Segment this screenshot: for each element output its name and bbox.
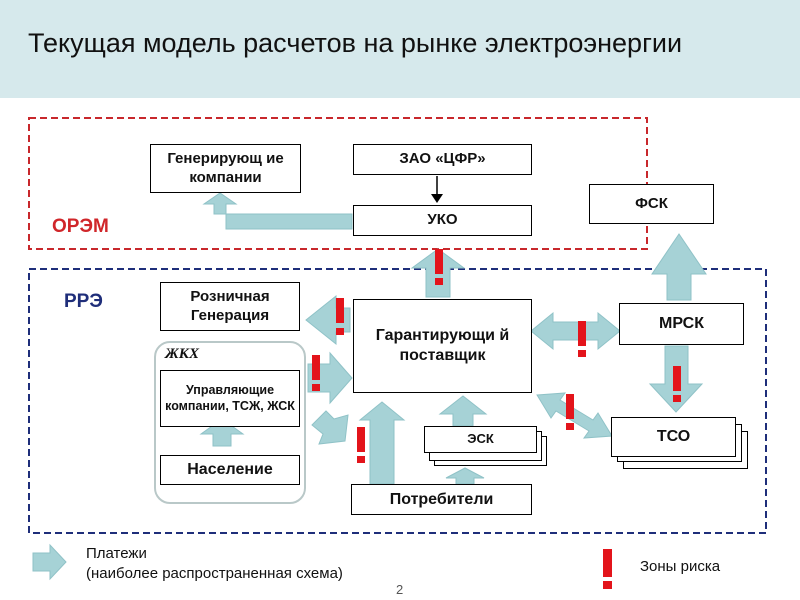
zhkh-group [154, 341, 306, 504]
gen-companies-box: Генерирующ ие компании [150, 144, 301, 193]
title-bar [0, 0, 800, 98]
esk-box: ЭСК [424, 426, 537, 453]
consumers-to-gs-arrow [358, 401, 406, 485]
legend-risk-mark [603, 549, 612, 589]
gs-tso-double-arrow [536, 392, 613, 439]
page-number: 2 [396, 582, 404, 597]
zhkh-label: ЖКХ [165, 346, 199, 362]
mrsk-box: МРСК [619, 303, 744, 345]
population-box: Население [160, 455, 300, 485]
retail-gen-box: Розничная Генерация [160, 282, 300, 331]
population-to-gs-arrow [311, 410, 349, 445]
risk-mark-gs-uko [435, 249, 443, 285]
slide-title: Текущая модель расчетов на рынке электро… [28, 28, 683, 58]
tso-box: ТСО [611, 417, 736, 457]
gs-mrsk-double-arrow [530, 311, 621, 351]
orem-zone-frame [28, 117, 648, 250]
fsk-box: ФСК [589, 184, 714, 224]
mrsk-to-fsk-arrow [651, 233, 707, 301]
cfr-to-uko-arrowhead [431, 194, 443, 203]
cfr-box: ЗАО «ЦФР» [353, 144, 532, 175]
consumers-box: Потребители [351, 484, 532, 515]
esk-to-gs-arrow [438, 395, 488, 427]
rre-zone-label: РРЭ [64, 291, 103, 312]
guarantee-supplier-box: Гарантирующи й поставщик [353, 299, 532, 393]
legend-payments-title: Платежи [86, 545, 147, 562]
risk-mark-gs-retail [336, 298, 344, 335]
risk-mark-mrsk-tso [673, 366, 681, 402]
consumers-to-esk-arrow [445, 467, 485, 485]
uko-to-gen-arrow [202, 192, 353, 230]
risk-mark-mc-gs [312, 355, 320, 391]
management-companies-box: Управляющие компании, ТСЖ, ЖСК [160, 370, 300, 427]
legend-payment-arrow [32, 543, 67, 581]
legend-payments-subtitle: (наиболее распространенная схема) [86, 565, 343, 582]
risk-mark-gs-mrsk [578, 321, 586, 357]
uko-box: УКО [353, 205, 532, 236]
risk-mark-population-gs [357, 427, 365, 463]
legend-risk-zones: Зоны риска [640, 558, 721, 575]
rre-zone-frame [28, 268, 767, 534]
orem-zone-label: ОРЭМ [52, 216, 109, 237]
risk-mark-gs-tso [566, 394, 574, 430]
